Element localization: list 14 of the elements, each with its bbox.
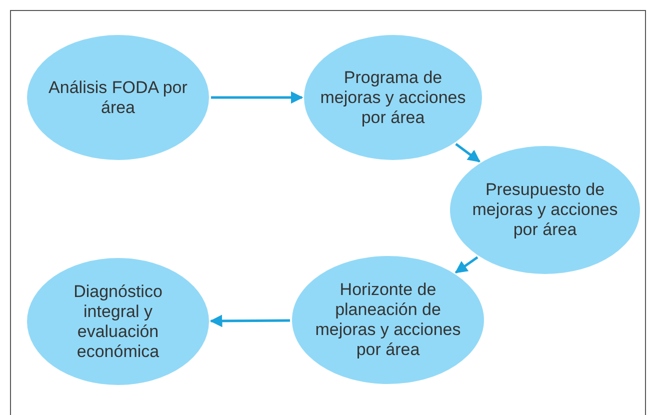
- process-ellipse: [304, 35, 482, 160]
- node-label: Presupuesto de mejoras y acciones por área: [471, 180, 619, 240]
- node-label: Programa de mejoras y acciones por área: [319, 68, 467, 128]
- process-ellipse: [292, 256, 484, 384]
- process-ellipse: [450, 146, 640, 274]
- node-label: Diagnóstico integral y evaluación económica: [72, 282, 164, 362]
- arrow: [455, 143, 480, 162]
- arrow: [211, 91, 304, 104]
- arrow: [454, 256, 478, 274]
- node-label: Análisis FODA por área: [48, 78, 188, 118]
- node-label: Horizonte de planeación de mejoras y acciones por área: [314, 280, 462, 360]
- process-ellipse: [27, 35, 209, 160]
- arrow: [210, 314, 290, 328]
- process-ellipse: [27, 258, 209, 385]
